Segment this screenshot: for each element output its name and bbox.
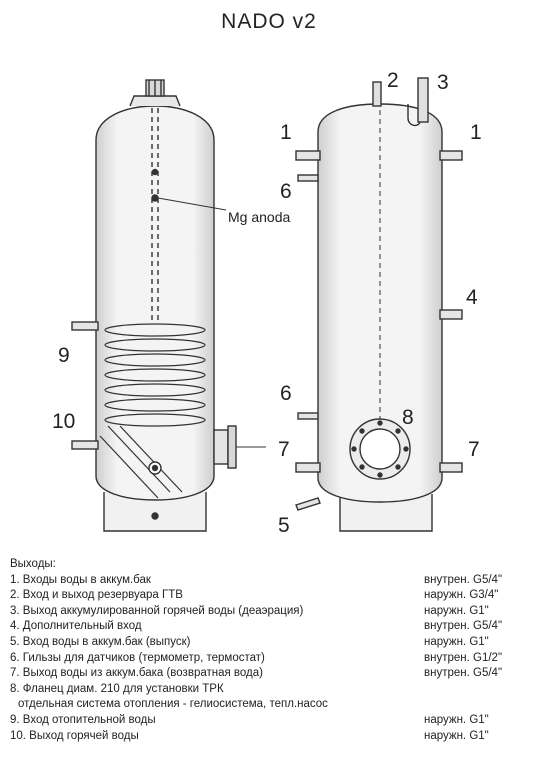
legend-item-thread: наружн. G3/4": [424, 589, 499, 602]
legend-item-thread: внутрен. G5/4": [424, 620, 503, 633]
label-4: 4: [466, 286, 478, 309]
legend-row: 6. Гильзы для датчиков (термометр, термо…: [10, 651, 530, 667]
legend-item-text: 7. Выход воды из аккум.бака (возвратная …: [10, 667, 263, 680]
legend-item-text: 1. Входы воды в аккум.бак: [10, 573, 151, 586]
legend-item-text: 8. Фланец диам. 210 для установки ТРК: [10, 682, 224, 695]
port-4: [439, 309, 463, 320]
legend-row: 4. Дополнительный вход внутрен. G5/4": [10, 619, 530, 635]
port-7-left: [295, 462, 321, 473]
port-1-right: [439, 150, 463, 161]
legend-item-text: 2. Вход и выход резервуара ГТВ: [10, 589, 183, 602]
legend-item-thread: наружн. G1": [424, 635, 489, 648]
legend-item-text: 3. Выход аккумулированной горячей воды (…: [10, 604, 304, 617]
legend-item-text: 9. Вход отопительной воды: [10, 713, 156, 726]
sensor-sleeve-lower: [297, 412, 319, 420]
legend-row: 5. Вход воды в аккум.бак (выпуск) наружн.…: [10, 635, 530, 651]
port-10: [71, 440, 99, 450]
sensor-sleeve-upper: [297, 174, 319, 182]
legend-heading: Выходы:: [10, 558, 56, 570]
label-10: 10: [52, 410, 75, 433]
heat-exchanger-coil: [99, 323, 206, 499]
front-base: [103, 492, 207, 532]
legend: Выходы: 1. Входы воды в аккум.бак внутрен…: [10, 557, 530, 744]
legend-item-thread: внутрен. G1/2": [424, 651, 503, 664]
front-top-fitting: [129, 95, 181, 107]
label-1-right: 1: [470, 121, 482, 144]
front-tank-body: [95, 105, 215, 501]
label-9: 9: [58, 344, 70, 367]
diagram-title: NADO v2: [221, 10, 317, 33]
tank-drawing: 9 10 Mg anoda 2 3 1 1 6 4 6 8 7 7 5: [52, 69, 482, 537]
label-mg-anode: Mg anoda: [228, 209, 290, 225]
legend-item-thread: наружн. G1": [424, 729, 489, 742]
label-8: 8: [402, 406, 414, 429]
label-2: 2: [387, 69, 399, 92]
label-5: 5: [278, 514, 290, 537]
legend-item-text: 5. Вход воды в аккум.бак (выпуск): [10, 635, 191, 648]
port-1-left: [295, 150, 321, 161]
flange-8: [349, 418, 411, 480]
legend-row: 10. Выход горячей воды наружн. G1": [10, 729, 530, 745]
label-3: 3: [437, 71, 449, 94]
label-6-upper: 6: [280, 180, 292, 203]
legend-item-thread: внутрен. G5/4": [424, 667, 503, 680]
side-base: [339, 494, 433, 532]
legend-row: 7. Выход воды из аккум.бака (возвратная …: [10, 666, 530, 682]
legend-row: 8. Фланец диам. 210 для установки ТРК: [10, 682, 530, 698]
legend-list: 1. Входы воды в аккум.бак внутрен. G5/4" 2…: [10, 573, 530, 745]
legend-item-text: отдельная система отопления - гелиосисте…: [18, 698, 328, 711]
front-flange: [213, 429, 229, 465]
anode-point: [151, 194, 159, 202]
port-5: [295, 497, 321, 511]
label-7-left: 7: [278, 438, 290, 461]
legend-row: 3. Выход аккумулированной горячей воды (…: [10, 604, 530, 620]
port-2: [372, 81, 382, 107]
legend-row: отдельная система отопления - гелиосисте…: [10, 697, 530, 713]
label-1-left: 1: [280, 121, 292, 144]
label-7-right: 7: [468, 438, 480, 461]
port-9: [71, 321, 99, 331]
port-3: [417, 77, 429, 123]
port-7-right: [439, 462, 463, 473]
front-view: [71, 79, 266, 532]
label-6-lower: 6: [280, 382, 292, 405]
legend-row: 9. Вход отопительной воды наружн. G1": [10, 713, 530, 729]
legend-item-thread: наружн. G1": [424, 604, 489, 617]
legend-item-text: 4. Дополнительный вход: [10, 620, 142, 633]
legend-row: 2. Вход и выход резервуара ГТВ наружн. G3…: [10, 588, 530, 604]
legend-item-thread: внутрен. G5/4": [424, 573, 503, 586]
side-view: [295, 77, 463, 532]
legend-item-text: 10. Выход горячей воды: [10, 729, 139, 742]
legend-item-text: 6. Гильзы для датчиков (термометр, термо…: [10, 651, 265, 664]
legend-item-thread: наружн. G1": [424, 713, 489, 726]
legend-row: 1. Входы воды в аккум.бак внутрен. G5/4": [10, 573, 530, 589]
